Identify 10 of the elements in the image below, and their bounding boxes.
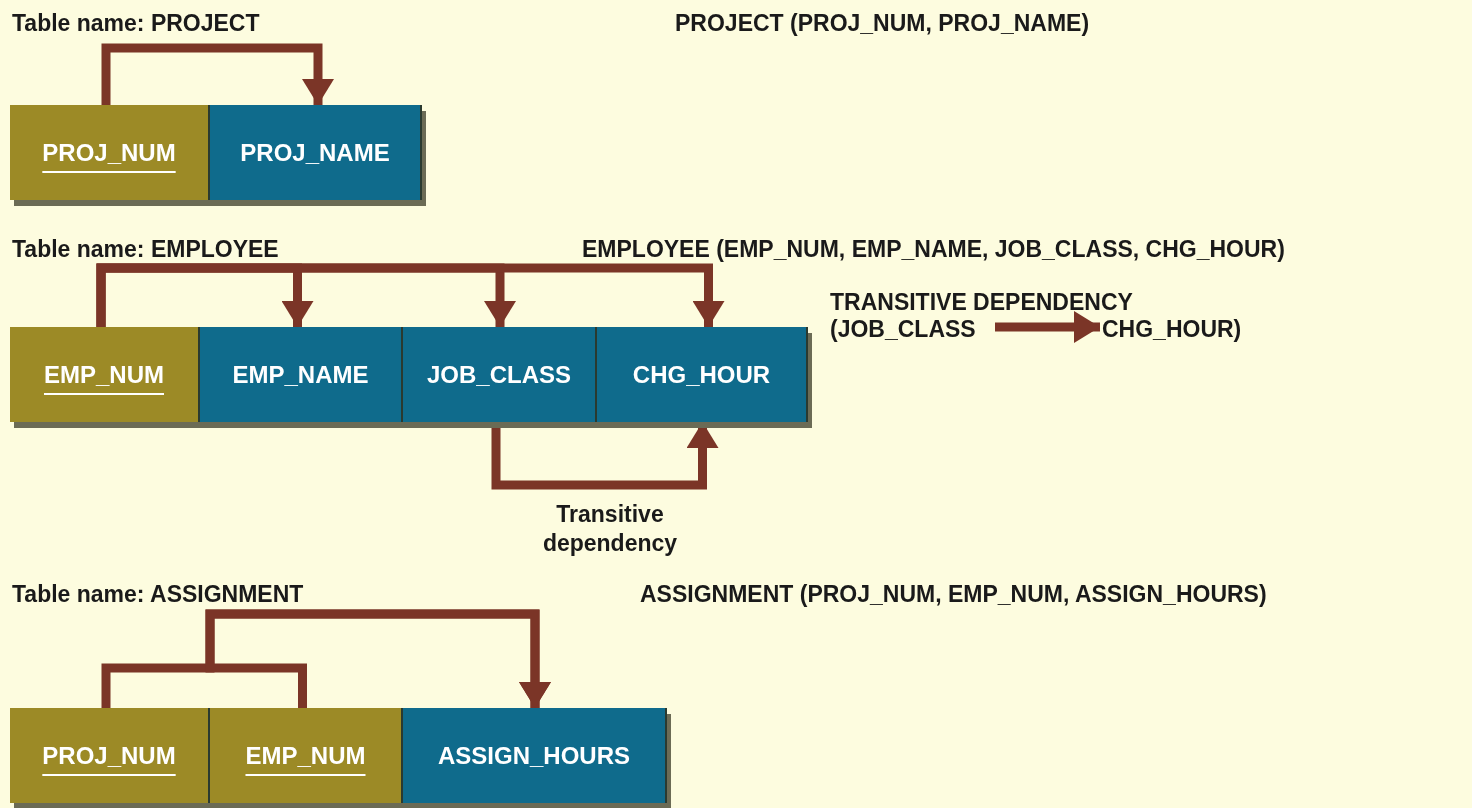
arrow	[995, 311, 1100, 343]
arrow	[96, 263, 725, 327]
text-label: PROJECT (PROJ_NUM, PROJ_NAME)	[675, 9, 1090, 38]
arrow	[101, 43, 334, 105]
table-name: ASSIGNMENT (PROJ_NUM, EMP_NUM, ASSIGN_HOURS)	[640, 580, 1267, 609]
table-name: Table name: EMPLOYEE	[12, 235, 279, 264]
table-name: Table name: PROJECT	[12, 9, 260, 38]
text-label: Table name: ASSIGNMENT	[12, 580, 304, 609]
edge-label: Transitive dependency	[541, 500, 679, 558]
text-label: EMPLOYEE (EMP_NUM, EMP_NAME, JOB_CLASS, CHG_HOUR)	[582, 235, 1285, 264]
